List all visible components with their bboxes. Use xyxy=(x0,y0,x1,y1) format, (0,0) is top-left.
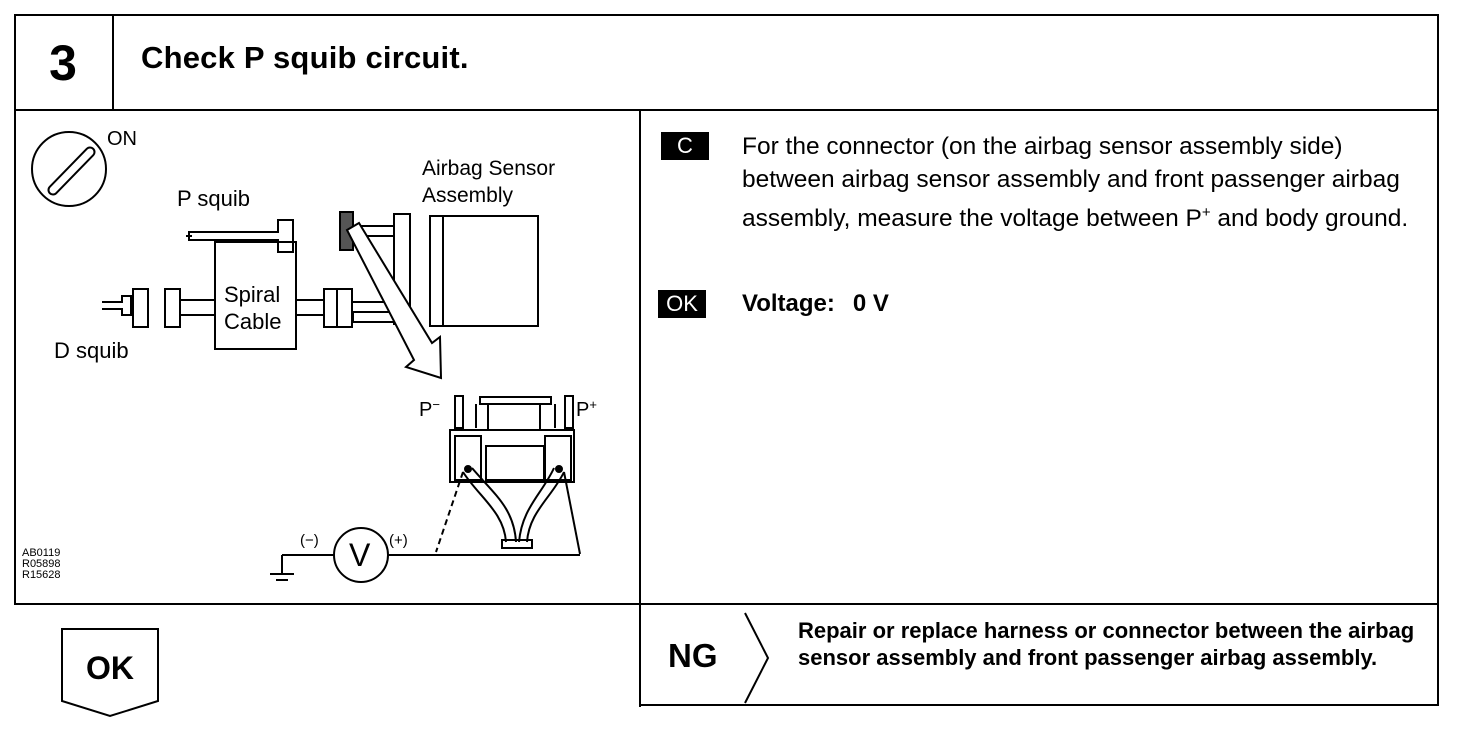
figure-codes: AB0119 R05898 R15628 xyxy=(22,548,61,581)
voltmeter-icon xyxy=(281,527,580,583)
p-plus-label: P+ xyxy=(576,397,597,421)
instruction-end: and body ground. xyxy=(1210,205,1409,233)
airbag-sensor-assembly xyxy=(393,213,539,327)
instruction-text: For the connector (on the airbag sensor … xyxy=(742,130,1422,235)
ok-badge: OK xyxy=(658,290,706,318)
figure-code: R05898 xyxy=(22,558,61,570)
figure-code: AB0119 xyxy=(22,547,61,559)
d-squib-label: D squib xyxy=(54,338,129,363)
p-minus-sign: − xyxy=(432,397,440,412)
sensor-label-line1: Airbag Sensor xyxy=(422,157,555,180)
voltage-label: Voltage: xyxy=(742,290,835,317)
p-minus-label: P− xyxy=(419,397,440,421)
spiral-cable xyxy=(164,241,394,350)
ng-arrow-icon xyxy=(744,612,770,704)
meter-positive-label: (+) xyxy=(389,532,408,549)
switch-on-label: ON xyxy=(107,128,137,150)
wiring-diagram: ON P squib Airbag Sensor Assembly Spiral… xyxy=(31,128,597,583)
meter-negative-label: (−) xyxy=(300,532,319,549)
spiral-label-line2: Cable xyxy=(224,309,281,334)
instruction-main: For the connector (on the airbag sensor … xyxy=(742,133,1400,233)
step-number: 3 xyxy=(14,14,114,111)
ok-label: OK xyxy=(86,650,134,686)
check-badge: C xyxy=(661,132,709,160)
ng-action-text: Repair or replace harness or connector b… xyxy=(798,618,1415,670)
p-squib-label: P squib xyxy=(177,186,250,211)
body-box xyxy=(14,111,1439,605)
instruction-superscript: + xyxy=(1201,204,1211,221)
ng-bottom-border xyxy=(639,704,1439,706)
d-squib-connector xyxy=(102,288,149,328)
p-minus-letter: P xyxy=(419,399,432,421)
column-divider xyxy=(639,111,641,707)
voltmeter-symbol: V xyxy=(349,537,371,573)
spiral-label-line1: Spiral xyxy=(224,282,280,307)
voltage-spec: Voltage: 0 V xyxy=(742,290,889,318)
step-title: Check P squib circuit. xyxy=(141,40,469,75)
sensor-label-line2: Assembly xyxy=(422,184,514,207)
p-squib-connector xyxy=(186,219,294,253)
ok-arrow-icon xyxy=(61,628,159,718)
ng-right-border xyxy=(1437,603,1439,706)
header-box xyxy=(14,14,1439,111)
ground-icon xyxy=(270,573,294,581)
ng-label: NG xyxy=(668,637,718,674)
p-plus-letter: P xyxy=(576,399,589,421)
figure-code: R15628 xyxy=(22,569,61,581)
connector-closeup xyxy=(435,395,581,555)
ignition-switch-icon xyxy=(31,131,107,207)
p-plus-sign: + xyxy=(589,397,597,412)
zoom-arrow-icon xyxy=(345,221,443,380)
voltage-value: 0 V xyxy=(852,290,889,317)
